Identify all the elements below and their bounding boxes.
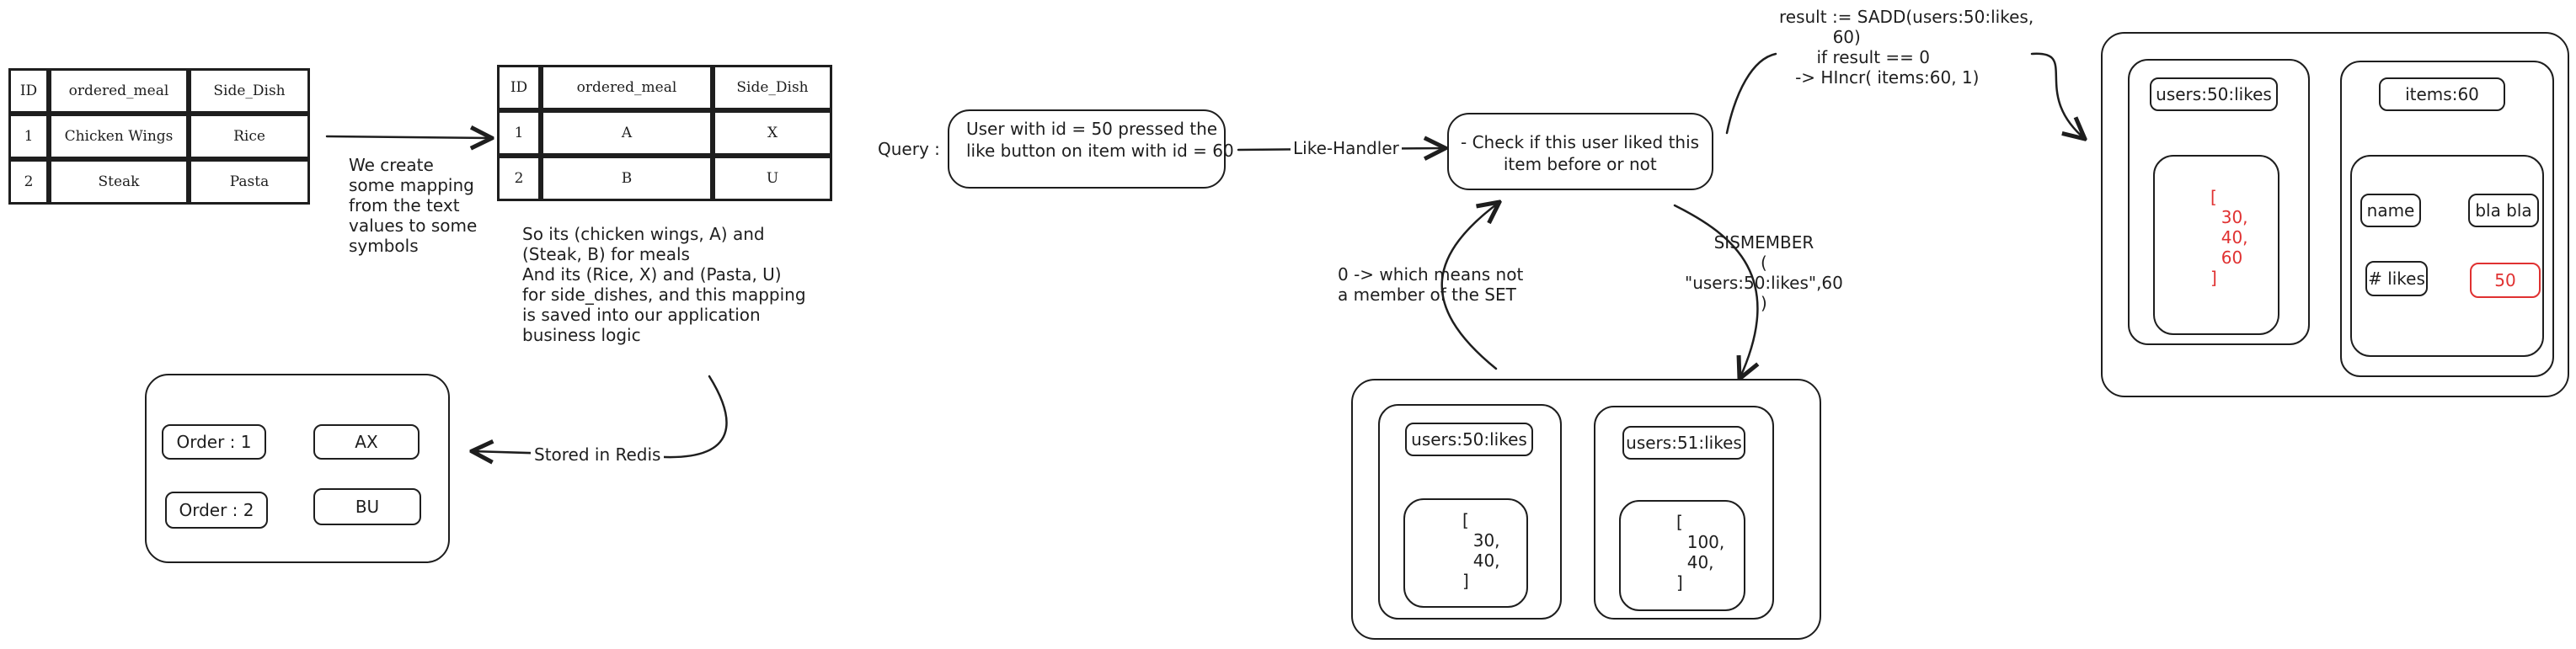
mapping-note: We create some mapping from the text val… [349, 155, 478, 256]
check-like-box: - Check if this user liked this item bef… [1447, 113, 1713, 190]
order1-value: AX [313, 424, 420, 460]
set-key-users50: users:50:likes [1405, 423, 1533, 456]
to-sadd-arrow [1725, 52, 1777, 135]
table-cell: Steak [49, 159, 189, 205]
orders-redis-store [145, 374, 450, 563]
like-handler-label: Like-Handler [1291, 138, 1402, 158]
table-header: ordered_meal [541, 65, 713, 110]
order2-key: Order : 2 [165, 492, 268, 529]
sismember-label: SISMEMBER ( "users:50:likes",60 ) [1685, 232, 1843, 313]
table-header: ID [8, 68, 49, 114]
hash-fields-container [2350, 155, 2544, 357]
set-values-text: [ 100, 40, ] [1676, 512, 1725, 593]
stored-in-redis-label: Stored in Redis [531, 444, 665, 465]
table-cell: X [713, 110, 832, 156]
table-cell: Chicken Wings [49, 114, 189, 159]
hash-key-items60: items:60 [2379, 77, 2505, 111]
table-header: Side_Dish [713, 65, 832, 110]
stored-in-redis-arrow [472, 375, 728, 457]
set-values-users51 [1619, 500, 1745, 611]
not-member-label: 0 -> which means not a member of the SET [1338, 264, 1524, 305]
sadd-to-redis-arrow [2030, 52, 2085, 139]
table-cell: 1 [497, 110, 541, 156]
table-cell: U [713, 156, 832, 201]
table-header: ID [497, 65, 541, 110]
table-cell: 1 [8, 114, 49, 159]
table-header: Side_Dish [189, 68, 310, 114]
set-key-users50-final: users:50:likes [2150, 77, 2278, 111]
mapping-arrow [325, 136, 492, 138]
sadd-code: result := SADD(users:50:likes, 60) if re… [1779, 7, 2034, 88]
table-header: ordered_meal [49, 68, 189, 114]
set-values-text: [ 30, 40, ] [1462, 510, 1500, 591]
set-key-users51: users:51:likes [1622, 426, 1745, 460]
hash-value-likes: 50 [2470, 263, 2541, 298]
meals-table-mapped: ID ordered_meal Side_Dish 1 A X 2 B U [497, 65, 832, 201]
table-cell: Rice [189, 114, 310, 159]
meals-table-original: ID ordered_meal Side_Dish 1 Chicken Wing… [8, 68, 310, 205]
order2-value: BU [313, 488, 421, 525]
table-cell: A [541, 110, 713, 156]
mapping-explanation: So its (chicken wings, A) and (Steak, B)… [522, 224, 806, 345]
query-box: User with id = 50 pressed the like butto… [948, 109, 1234, 189]
table-cell: Pasta [189, 159, 310, 205]
not-member-arrow [1440, 202, 1499, 370]
order1-key: Order : 1 [162, 424, 266, 460]
hash-field-name: name [2360, 194, 2421, 227]
table-cell: 2 [8, 159, 49, 205]
query-label: Query : [878, 139, 940, 159]
hash-field-likes: # likes [2365, 261, 2428, 296]
sismember-arrow [1673, 204, 1757, 379]
set-values-text-final: [ 30, 40, 60 ] [2210, 187, 2248, 288]
set-values-users50-final [2153, 155, 2279, 335]
set-values-users50 [1403, 498, 1528, 608]
table-cell: B [541, 156, 713, 201]
hash-value-name: bla bla [2468, 194, 2539, 227]
table-cell: 2 [497, 156, 541, 201]
